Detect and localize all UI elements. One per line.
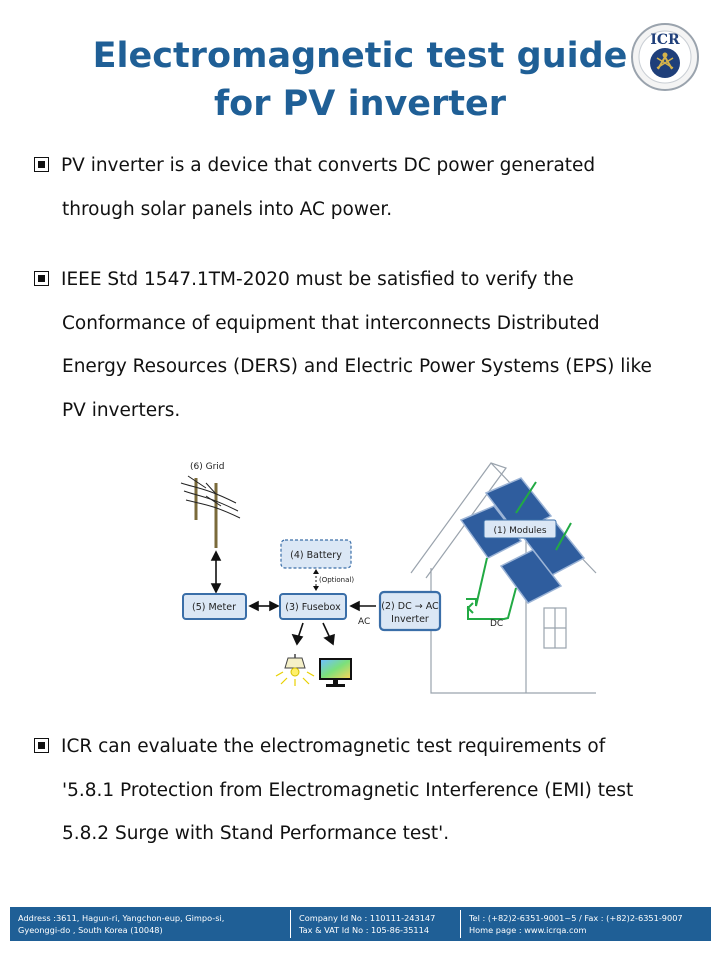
inverter-label-line-1: (2) DC → AC (381, 601, 439, 612)
ac-arrow (349, 600, 376, 612)
paragraph-line: Conformance of equipment that interconne… (62, 312, 600, 334)
fusebox-label: (3) Fusebox (285, 602, 341, 613)
page-title: Electromagnetic test guide for PV invert… (0, 32, 720, 128)
bullet-square-icon (34, 271, 49, 286)
paragraph-line: Energy Resources (DERS) and Electric Pow… (62, 356, 652, 377)
homepage-link[interactable]: Home page : www.icrqa.com (469, 925, 587, 935)
load-arrows (291, 622, 335, 646)
meter-label: (5) Meter (192, 602, 236, 613)
paragraph-1: PV inverter is a device that converts DC… (34, 144, 694, 231)
paragraph-line: ICR can evaluate the electromagnetic tes… (34, 725, 694, 769)
meter-box (182, 593, 247, 620)
ac-label: AC (358, 617, 370, 627)
battery-box (280, 539, 352, 569)
paragraph-line: IEEE Std 1547.1TM-2020 must be satisfied… (34, 258, 694, 302)
inverter-label-line-2: Inverter (391, 614, 429, 625)
paragraph-line: PV inverters. (62, 399, 181, 421)
optional-label: (Optional) (319, 576, 354, 584)
logo-text: ICR (650, 32, 680, 48)
paragraph-line: '5.8.1 Protection from Electromagnetic I… (62, 779, 634, 801)
title-line-2: for PV inverter (213, 84, 507, 124)
icr-logo: ICR (631, 23, 699, 91)
footer-company-ids: Company Id No : 110111-243147 Tax & VAT … (291, 910, 461, 938)
pv-system-diagram: (1) Modules (6) Grid (5) Meter (4) Batte… (180, 462, 597, 694)
dc-label: DC (490, 619, 503, 629)
bullet-square-icon (34, 738, 49, 753)
paragraph-line: 5.8.2 Surge with Stand Performance test'… (62, 823, 450, 844)
modules-label: (1) Modules (493, 526, 546, 536)
footer-contact: Tel : (+82)2-6351-9001~5 / Fax : (+82)2-… (461, 910, 711, 938)
monitor-icon (319, 658, 352, 687)
paragraph-3: ICR can evaluate the electromagnetic tes… (34, 725, 694, 856)
title-line-1: Electromagnetic test guide (92, 36, 628, 76)
modules-label-box (483, 519, 557, 539)
inverter-box (378, 590, 442, 632)
paragraph-line: PV inverter is a device that converts DC… (34, 144, 694, 188)
paragraph-line: through solar panels into AC power. (62, 198, 393, 220)
bullet-square-icon (34, 157, 49, 172)
grid-label: (6) Grid (190, 462, 225, 472)
lamp-icon (275, 654, 315, 686)
solar-panel-icon (459, 477, 586, 604)
battery-label: (4) Battery (290, 550, 342, 561)
grid-meter-arrow (210, 550, 222, 594)
paragraph-2: IEEE Std 1547.1TM-2020 must be satisfied… (34, 258, 694, 432)
dc-wires (466, 481, 572, 620)
footer: Address :3611, Hagun-ri, Yangchon-eup, G… (10, 907, 711, 941)
fusebox-box (279, 593, 347, 620)
footer-address: Address :3611, Hagun-ri, Yangchon-eup, G… (10, 910, 291, 938)
